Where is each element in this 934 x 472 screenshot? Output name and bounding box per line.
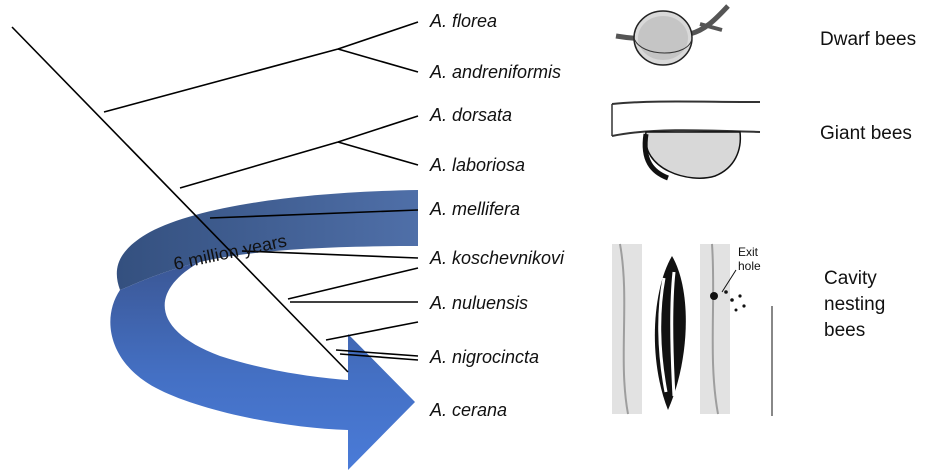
- group-label-cavity-line2: nesting: [824, 292, 885, 318]
- exit-hole-label-line2: hole: [738, 259, 761, 273]
- species-label: A. florea: [430, 11, 497, 32]
- group-label-cavity-line3: bees: [824, 318, 885, 344]
- time-arrow: [110, 190, 418, 470]
- species-label: A. dorsata: [430, 105, 512, 126]
- dwarf-bee-nest-illustration: [616, 6, 728, 65]
- giant-bee-nest-illustration: [612, 102, 760, 179]
- exit-hole-label-line1: Exit: [738, 245, 759, 259]
- species-label: A. cerana: [430, 400, 507, 421]
- species-label: A. laboriosa: [430, 155, 525, 176]
- species-label: A. mellifera: [430, 199, 520, 220]
- group-label-cavity-line1: Cavity: [824, 266, 885, 292]
- group-label-dwarf: Dwarf bees: [820, 27, 916, 53]
- group-label-giant: Giant bees: [820, 121, 912, 147]
- species-label: A. nigrocincta: [430, 347, 539, 368]
- group-label-cavity: Cavity nesting bees: [824, 266, 885, 344]
- time-arrow-body: [110, 262, 415, 470]
- species-label: A. andreniformis: [430, 62, 561, 83]
- species-label: A. koschevnikovi: [430, 248, 564, 269]
- cavity-nest-illustration: Exit hole: [610, 240, 775, 416]
- species-label: A. nuluensis: [430, 293, 528, 314]
